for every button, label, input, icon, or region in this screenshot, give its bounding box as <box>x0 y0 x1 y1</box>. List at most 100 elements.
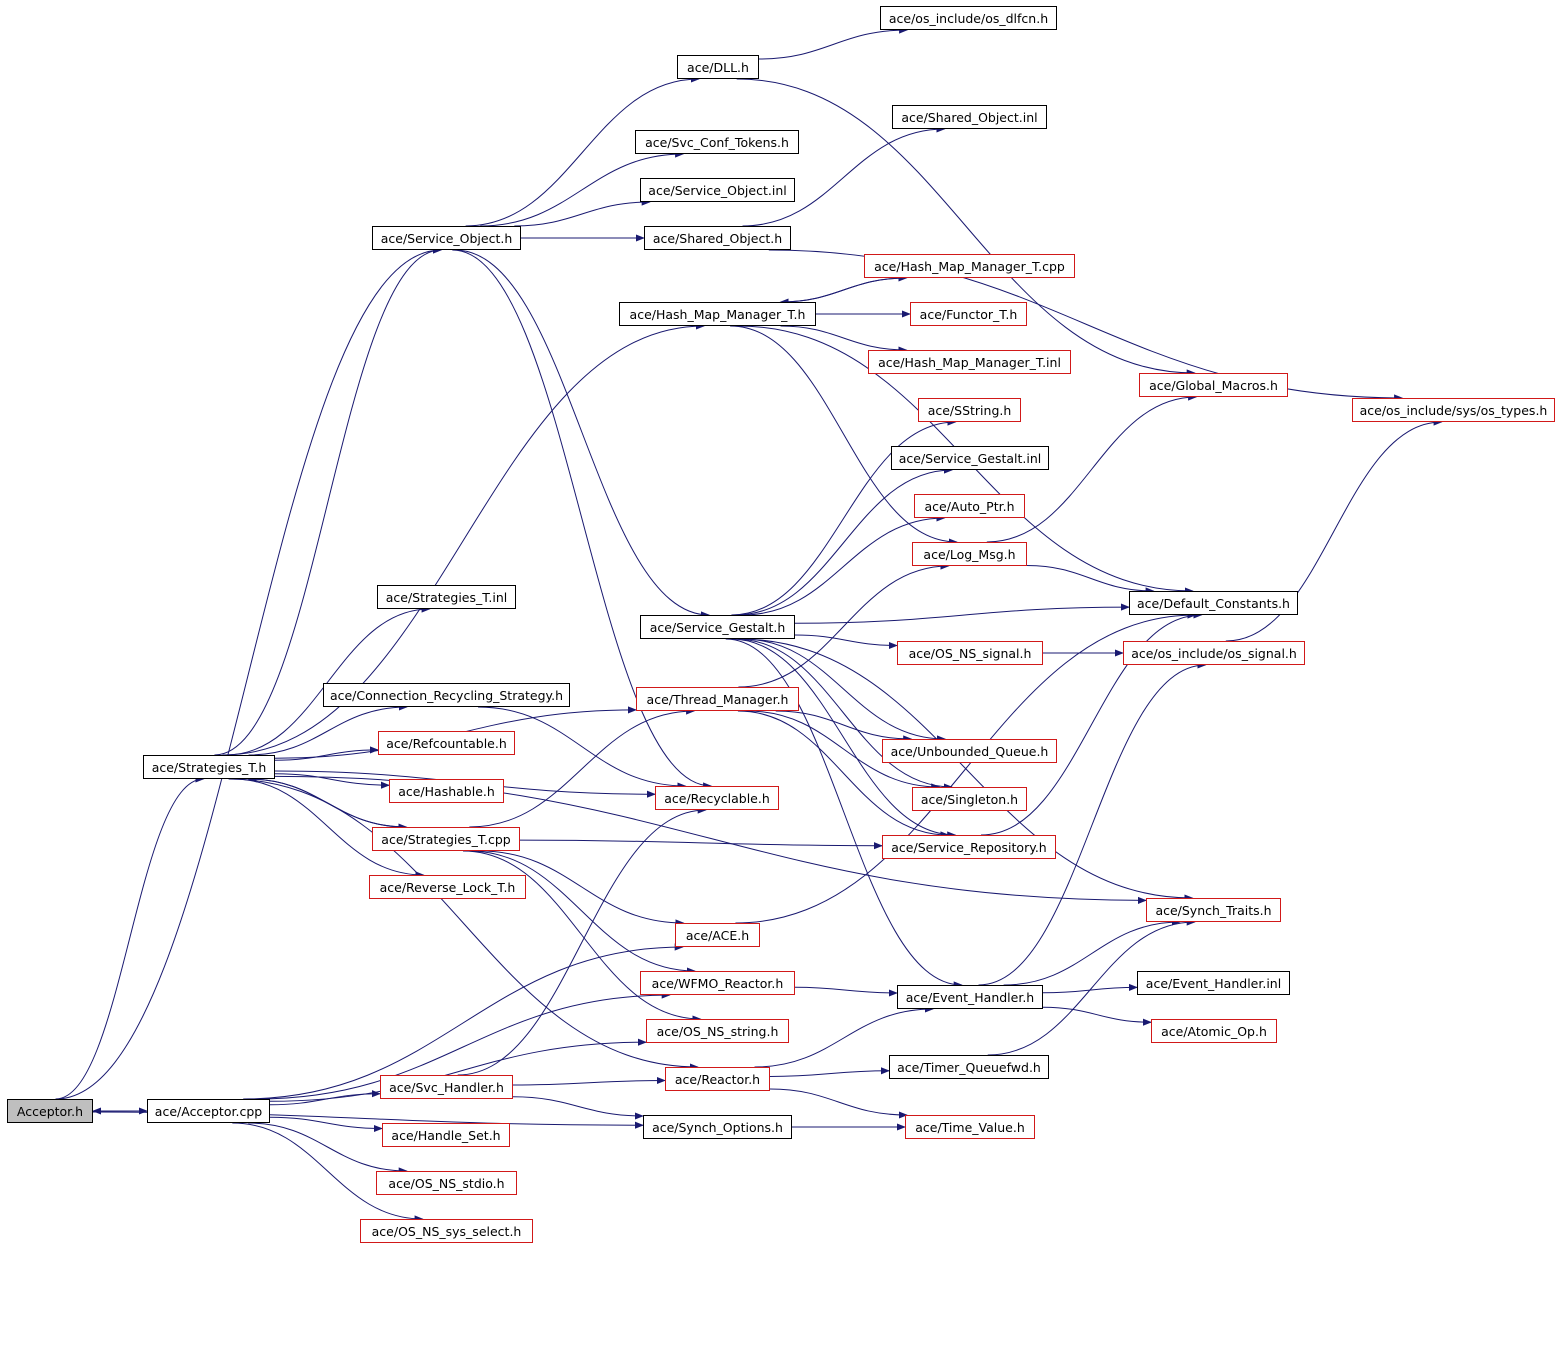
node-label: ace/OS_NS_string.h <box>656 1023 779 1039</box>
node-svc-conf-tokens-h[interactable]: ace/Svc_Conf_Tokens.h <box>635 130 799 154</box>
node-label: ace/os_include/sys/os_types.h <box>1359 402 1548 418</box>
node-label: ace/Handle_Set.h <box>391 1127 501 1143</box>
edge-svc-handler-h-to-recyclable-h <box>457 806 707 1076</box>
node-label: ace/Synch_Traits.h <box>1155 902 1272 918</box>
node-os-ns-sys-select-h[interactable]: ace/OS_NS_sys_select.h <box>360 1219 533 1243</box>
node-os-types-h[interactable]: ace/os_include/sys/os_types.h <box>1352 398 1555 422</box>
node-label: ace/Time_Value.h <box>915 1119 1025 1135</box>
node-label: ace/Strategies_T.cpp <box>381 831 511 847</box>
node-service-repository-h[interactable]: ace/Service_Repository.h <box>882 835 1056 859</box>
edge-strategies-t-h-to-service-object-h <box>214 246 442 756</box>
edge-acceptor-cpp-to-wfmo-reactor-h <box>256 991 671 1100</box>
node-auto-ptr-h[interactable]: ace/Auto_Ptr.h <box>914 494 1025 518</box>
edge-strategies-t-cpp-to-service-repository-h <box>519 839 883 850</box>
node-os-dlfcn-h[interactable]: ace/os_include/os_dlfcn.h <box>880 6 1057 30</box>
edge-service-gestalt-h-to-service-gestalt-inl <box>735 466 953 616</box>
edge-svc-handler-h-to-synch-options-h <box>512 1096 644 1120</box>
node-log-msg-h[interactable]: ace/Log_Msg.h <box>912 542 1027 566</box>
node-label: ace/ACE.h <box>685 927 750 943</box>
node-label: Acceptor.h <box>16 1103 84 1119</box>
node-singleton-h[interactable]: ace/Singleton.h <box>912 787 1027 811</box>
node-refcountable-h[interactable]: ace/Refcountable.h <box>378 731 515 755</box>
edge-service-object-h-to-service-object-inl <box>514 198 651 227</box>
node-os-ns-string-h[interactable]: ace/OS_NS_string.h <box>646 1019 789 1043</box>
node-hashable-h[interactable]: ace/Hashable.h <box>389 779 504 803</box>
node-default-constants-h[interactable]: ace/Default_Constants.h <box>1129 591 1298 615</box>
node-reactor-h[interactable]: ace/Reactor.h <box>665 1067 770 1091</box>
node-shared-object-h[interactable]: ace/Shared_Object.h <box>644 226 791 250</box>
node-atomic-op-h[interactable]: ace/Atomic_Op.h <box>1151 1019 1277 1043</box>
node-strategies-t-h[interactable]: ace/Strategies_T.h <box>143 755 275 779</box>
edge-service-gestalt-h-to-singleton-h <box>735 638 953 791</box>
node-os-ns-signal-h[interactable]: ace/OS_NS_signal.h <box>897 641 1043 665</box>
node-hash-map-manager-t-cpp[interactable]: ace/Hash_Map_Manager_T.cpp <box>864 254 1075 278</box>
node-sstring-h[interactable]: ace/SString.h <box>918 398 1021 422</box>
node-os-ns-stdio-h[interactable]: ace/OS_NS_stdio.h <box>376 1171 517 1195</box>
edge-acceptor-h-to-strategies-t-h <box>55 775 205 1100</box>
node-hash-map-manager-t-inl[interactable]: ace/Hash_Map_Manager_T.inl <box>868 350 1071 374</box>
node-svc-handler-h[interactable]: ace/Svc_Handler.h <box>380 1075 513 1099</box>
node-label: ace/Functor_T.h <box>919 306 1018 322</box>
node-functor-t-h[interactable]: ace/Functor_T.h <box>910 302 1027 326</box>
node-service-object-h[interactable]: ace/Service_Object.h <box>372 226 521 250</box>
node-label: ace/Unbounded_Queue.h <box>890 743 1049 759</box>
node-acceptor-cpp[interactable]: ace/Acceptor.cpp <box>147 1099 270 1123</box>
node-label: ace/OS_NS_sys_select.h <box>371 1223 522 1239</box>
node-service-gestalt-inl[interactable]: ace/Service_Gestalt.inl <box>891 446 1049 470</box>
node-label: ace/OS_NS_stdio.h <box>388 1175 505 1191</box>
node-label: ace/Refcountable.h <box>386 735 507 751</box>
edge-service-gestalt-h-to-service-repository-h <box>731 638 957 839</box>
node-acceptor-h[interactable]: Acceptor.h <box>7 1099 93 1123</box>
node-strategies-t-cpp[interactable]: ace/Strategies_T.cpp <box>372 827 520 851</box>
edge-strategies-t-h-to-reactor-h <box>228 778 699 1071</box>
edge-reactor-h-to-time-value-h <box>769 1088 908 1119</box>
node-synch-traits-h[interactable]: ace/Synch_Traits.h <box>1146 898 1281 922</box>
node-dll-h[interactable]: ace/DLL.h <box>677 55 759 79</box>
node-label: ace/Service_Gestalt.h <box>649 619 786 635</box>
edge-hash-map-manager-t-cpp-to-hash-map-manager-t-h <box>779 277 907 306</box>
edge-service-gestalt-h-to-default-constants-h <box>794 603 1130 624</box>
node-event-handler-h[interactable]: ace/Event_Handler.h <box>897 985 1043 1009</box>
node-time-value-h[interactable]: ace/Time_Value.h <box>905 1115 1035 1139</box>
node-label: ace/SString.h <box>927 402 1012 418</box>
edge-event-handler-h-to-atomic-op-h <box>1042 1006 1152 1026</box>
edge-acceptor-cpp-to-os-ns-string-h <box>269 1038 647 1102</box>
edge-service-repository-h-to-default-constants-h <box>980 611 1203 836</box>
edge-service-gestalt-h-to-sstring-h <box>731 418 957 616</box>
edge-strategies-t-cpp-to-wfmo-reactor-h <box>468 850 696 975</box>
node-unbounded-queue-h[interactable]: ace/Unbounded_Queue.h <box>882 739 1057 763</box>
edge-wfmo-reactor-h-to-event-handler-h <box>794 986 898 997</box>
node-service-gestalt-h[interactable]: ace/Service_Gestalt.h <box>640 615 795 639</box>
node-timer-queuefwd-h[interactable]: ace/Timer_Queuefwd.h <box>889 1055 1049 1079</box>
edge-strategies-t-h-to-hashable-h <box>274 773 390 789</box>
node-label: ace/Atomic_Op.h <box>1161 1023 1267 1039</box>
edge-service-gestalt-h-to-event-handler-h <box>725 638 963 989</box>
edge-shared-object-h-to-shared-object-inl <box>742 125 946 227</box>
node-label: ace/Thread_Manager.h <box>646 691 789 707</box>
node-recyclable-h[interactable]: ace/Recyclable.h <box>655 786 779 810</box>
node-strategies-t-inl[interactable]: ace/Strategies_T.inl <box>377 585 516 609</box>
node-wfmo-reactor-h[interactable]: ace/WFMO_Reactor.h <box>640 971 795 995</box>
node-handle-set-h[interactable]: ace/Handle_Set.h <box>382 1123 510 1147</box>
node-reverse-lock-t-h[interactable]: ace/Reverse_Lock_T.h <box>369 875 526 899</box>
edge-service-gestalt-h-to-unbounded-queue-h <box>741 638 946 743</box>
node-ace-h[interactable]: ace/ACE.h <box>675 923 760 947</box>
node-shared-object-inl[interactable]: ace/Shared_Object.inl <box>892 105 1047 129</box>
edge-service-gestalt-h-to-os-ns-signal-h <box>794 634 898 650</box>
node-label: ace/Reverse_Lock_T.h <box>379 879 516 895</box>
node-label: ace/Timer_Queuefwd.h <box>897 1059 1041 1075</box>
node-global-macros-h[interactable]: ace/Global_Macros.h <box>1139 373 1288 397</box>
node-event-handler-inl[interactable]: ace/Event_Handler.inl <box>1137 971 1290 995</box>
node-os-signal-h[interactable]: ace/os_include/os_signal.h <box>1123 641 1305 665</box>
edge-thread-manager-h-to-service-repository-h <box>737 710 950 839</box>
edge-log-msg-h-to-default-constants-h <box>1026 565 1155 595</box>
node-hash-map-manager-t-h[interactable]: ace/Hash_Map_Manager_T.h <box>619 302 816 326</box>
node-thread-manager-h[interactable]: ace/Thread_Manager.h <box>636 687 799 711</box>
node-synch-options-h[interactable]: ace/Synch_Options.h <box>643 1115 792 1139</box>
node-service-object-inl[interactable]: ace/Service_Object.inl <box>640 178 795 202</box>
node-label: ace/Connection_Recycling_Strategy.h <box>329 687 564 703</box>
node-connection-recycling-strategy-h[interactable]: ace/Connection_Recycling_Strategy.h <box>323 683 570 707</box>
node-label: ace/WFMO_Reactor.h <box>651 975 784 991</box>
node-label: ace/Service_Gestalt.inl <box>898 450 1042 466</box>
